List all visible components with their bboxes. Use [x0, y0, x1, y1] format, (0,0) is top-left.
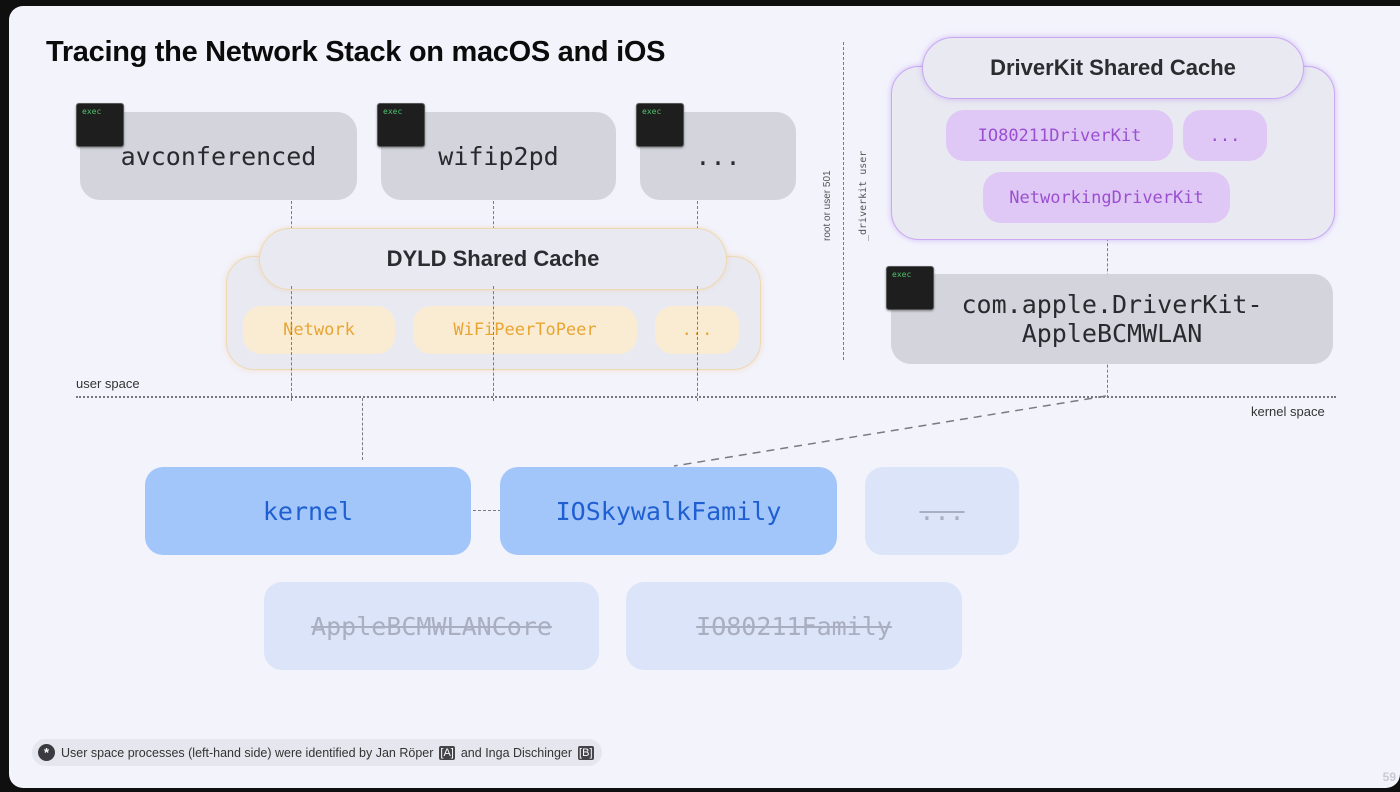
exec-terminal-icon: exec: [76, 103, 124, 147]
driverkit-user-label: _driverkit user: [858, 150, 869, 241]
process-box: avconferenced: [80, 112, 357, 200]
applebcmwlancore-box: AppleBCMWLANCore: [264, 582, 599, 670]
kernel-space-label: kernel space: [1251, 404, 1325, 419]
root-user-label: root or user 501: [822, 170, 833, 241]
connector-line: [697, 286, 698, 401]
connector-line: [362, 398, 363, 460]
exec-terminal-icon: exec: [886, 266, 934, 310]
exec-terminal-icon: exec: [636, 103, 684, 147]
kernel-box: kernel: [145, 467, 471, 555]
exec-label: exec: [642, 107, 662, 116]
footnote: * User space processes (left-hand side) …: [32, 739, 602, 766]
framework-pill: WiFiPeerToPeer: [413, 306, 637, 354]
exec-label: exec: [82, 107, 102, 116]
dyld-cache-title: DYLD Shared Cache: [259, 228, 727, 290]
reference-a-link[interactable]: [A]: [439, 745, 455, 760]
ioskywalkfamily-box: IOSkywalkFamily: [500, 467, 837, 555]
user-kernel-divider: [76, 396, 1336, 398]
driver-process-name-line2: AppleBCMWLAN: [1021, 319, 1203, 348]
user-space-label: user space: [76, 376, 140, 391]
framework-pill: NetworkingDriverKit: [983, 172, 1230, 223]
slide: Tracing the Network Stack on macOS and i…: [9, 6, 1400, 788]
framework-pill: ...: [1183, 110, 1267, 161]
connector-line: [493, 286, 494, 401]
process-box: wifip2pd: [381, 112, 616, 200]
page-number: 59: [1382, 770, 1396, 784]
framework-pill: Network: [243, 306, 395, 354]
footnote-text: User space processes (left-hand side) we…: [61, 745, 434, 760]
connector-line: [291, 286, 292, 401]
process-name: wifip2pd: [438, 141, 559, 171]
driver-process-name-line1: com.apple.DriverKit-: [961, 290, 1263, 319]
framework-pill: IO80211DriverKit: [946, 110, 1173, 161]
footnote-text: and Inga Dischinger: [460, 745, 573, 760]
io80211family-box: IO80211Family: [626, 582, 962, 670]
slide-title: Tracing the Network Stack on macOS and i…: [46, 36, 666, 68]
exec-label: exec: [383, 107, 403, 116]
exec-label: exec: [892, 270, 912, 279]
process-name: avconferenced: [120, 141, 317, 171]
driver-process-box: com.apple.DriverKit- AppleBCMWLAN: [891, 274, 1333, 364]
user-divider-line: [843, 42, 844, 360]
kernel-skywalk-connector: [473, 510, 501, 511]
reference-b-link[interactable]: [B]: [578, 745, 594, 760]
driverkit-cache-title: DriverKit Shared Cache: [922, 37, 1304, 99]
driver-connector-line: [673, 395, 1107, 467]
asterisk-icon: *: [38, 744, 55, 761]
faded-more-box: ...: [865, 467, 1019, 555]
exec-terminal-icon: exec: [377, 103, 425, 147]
process-name: ...: [695, 141, 741, 171]
